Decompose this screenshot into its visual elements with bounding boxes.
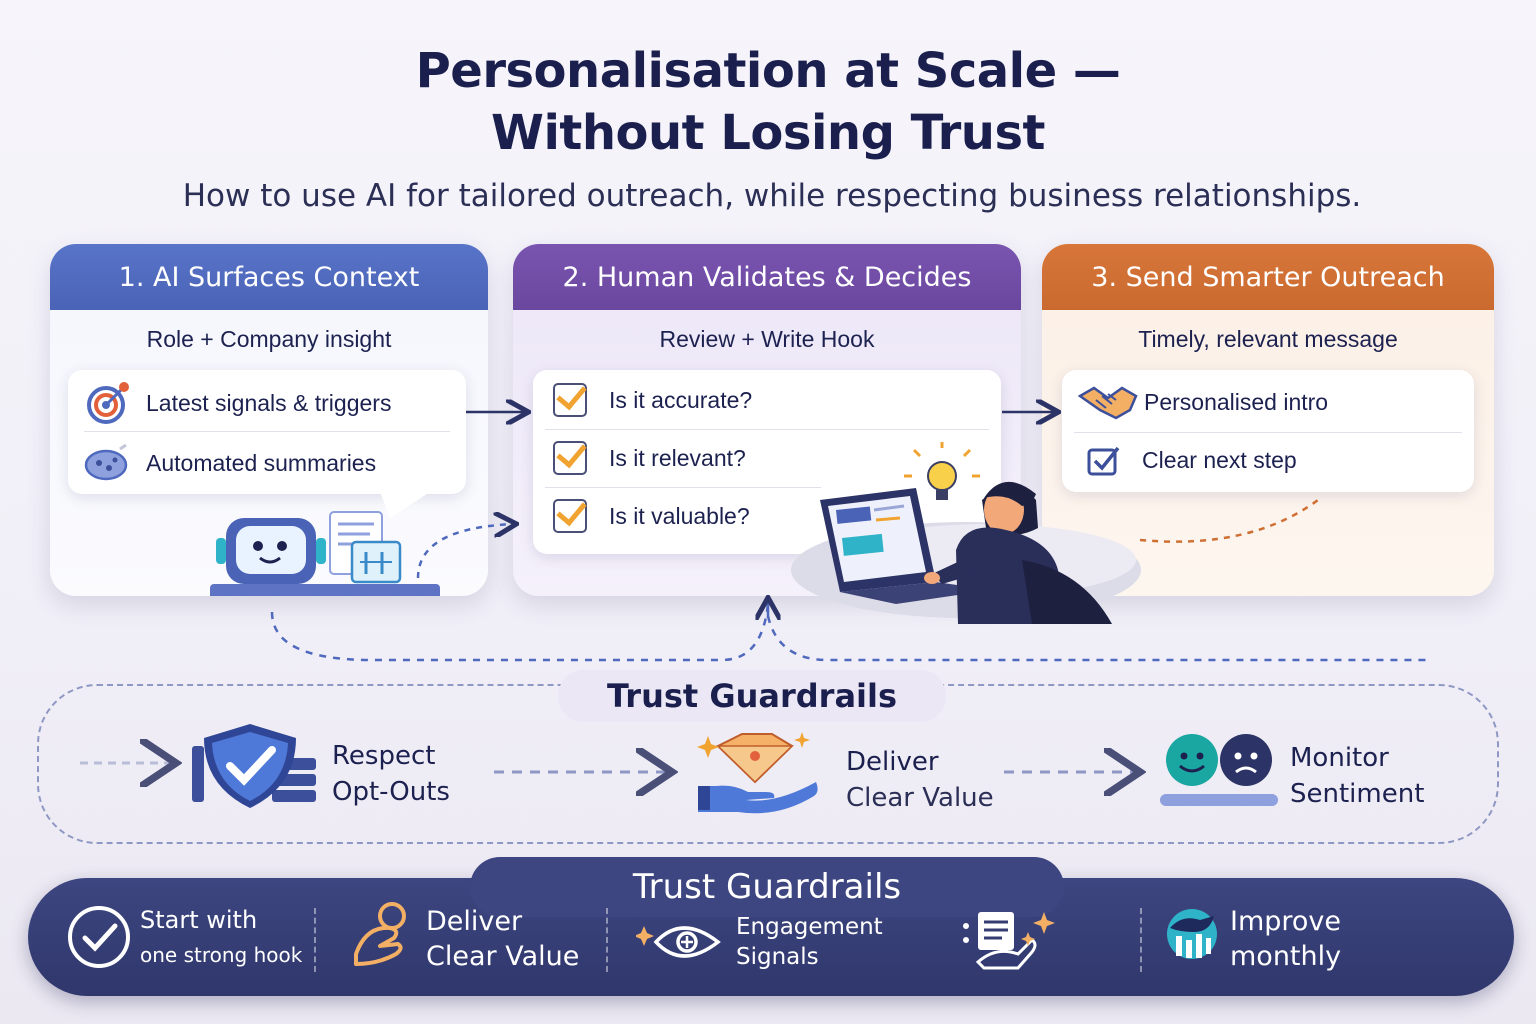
speech-tail [380,492,430,518]
title-line-1: Personalisation at Scale — [415,43,1121,99]
step-2-title: 2. Human Validates & Decides [513,244,1021,310]
intro-label: Personalised intro [1144,388,1329,415]
step-1-title: 1. AI Surfaces Context [50,244,488,310]
shield-check-icon [192,724,316,808]
bottom-bar-title: Trust Guardrails [470,857,1064,917]
trust-guardrails-title: Trust Guardrails [558,670,946,722]
bottom-item-clear-value: Deliver Clear Value [426,904,579,974]
step-1-item-1-label: Latest signals & triggers [146,389,392,416]
bottom-3-line1: Engagement [736,914,883,940]
guardrail-2-line1: Deliver [846,747,939,777]
target-icon [87,382,129,424]
bottom-2-line2: Clear Value [426,941,580,972]
check-valuable-label: Is it valuable? [609,502,750,529]
bottom-item-engagement: Engagement Signals [736,912,883,972]
document-hand-icon [963,912,1055,970]
guardrail-1-line1: Respect [332,741,436,771]
bottom-divider [314,908,316,972]
step-2-subtitle: Review + Write Hook [659,326,875,352]
handshake-icon [1078,386,1138,420]
bottom-3-line2: Signals [736,944,819,970]
item-clear-next-step: Clear next step [1086,440,1297,480]
bottom-5-line1: Improve [1230,906,1342,937]
step-1-subtitle: Role + Company insight [146,326,392,352]
step-card-ai-context: 1. AI Surfaces Context Role + Company in… [50,244,488,596]
flow-connectors [270,0,1428,662]
brain-chat-icon [84,443,128,481]
checkbox-checked-icon [553,441,587,475]
guardrail-arrows [80,730,1190,820]
page-subtitle: How to use AI for tailored outreach, whi… [182,178,1362,214]
chart-globe-icon [1167,909,1217,959]
guardrail-2-line2: Clear Value [846,783,994,813]
guardrail-clear-value: Deliver Clear Value [846,744,994,816]
bottom-2-line1: Deliver [426,906,523,937]
sentiment-faces-icon [1160,734,1278,806]
checkbox-checked-icon [553,383,587,417]
step-3-title: 3. Send Smarter Outreach [1042,244,1494,310]
bottom-item-strong-hook: Start with one strong hook [140,904,302,974]
step-1-item-signals: Latest signals & triggers [84,382,392,424]
check-accurate-label: Is it accurate? [609,386,753,413]
person-laptop-illustration [791,442,1141,624]
step-card-send-outreach: 3. Send Smarter Outreach Timely, relevan… [1042,244,1494,596]
guardrail-opt-outs: Respect Opt-Outs [332,738,450,810]
eye-sparkle-icon [636,926,721,958]
bottom-1-line2: one strong hook [140,943,303,967]
item-personalised-intro: Personalised intro [1078,382,1328,422]
check-relevant: Is it relevant? [553,438,746,478]
title-line-2: Without Losing Trust [491,105,1045,161]
hand-icon [354,902,406,966]
check-accurate: Is it accurate? [553,380,752,420]
step-1-item-summaries: Automated summaries [84,443,377,482]
bottom-divider [606,908,608,972]
step-card-human-validates: 2. Human Validates & Decides Review + Wr… [513,244,1021,596]
step-3-subtitle: Timely, relevant message [1138,326,1398,352]
bottom-5-line2: monthly [1230,941,1342,972]
bottom-divider [1140,908,1142,972]
bottom-1-line1: Start with [140,906,258,934]
checkbox-icon [1087,446,1120,476]
step-1-item-2-label: Automated summaries [146,449,377,476]
check-circle-icon [68,906,130,968]
checkbox-checked-icon [553,499,587,533]
diamond-hand-icon [697,732,818,814]
guardrail-3-line2: Sentiment [1290,779,1425,809]
step-1-panel: Latest signals & triggers Automated summ… [68,370,466,494]
next-step-label: Clear next step [1142,446,1297,473]
bottom-item-improve: Improve monthly [1230,904,1341,974]
robot-illustration [210,511,440,596]
page-title: Personalisation at Scale — Without Losin… [0,40,1536,164]
guardrail-1-line2: Opt-Outs [332,777,450,807]
step-3-panel: Personalised intro Clear next step [1062,370,1474,492]
guardrail-monitor-sentiment: Monitor Sentiment [1290,740,1424,812]
check-relevant-label: Is it relevant? [609,444,746,471]
guardrail-3-line1: Monitor [1290,743,1389,773]
check-valuable: Is it valuable? [553,496,750,536]
